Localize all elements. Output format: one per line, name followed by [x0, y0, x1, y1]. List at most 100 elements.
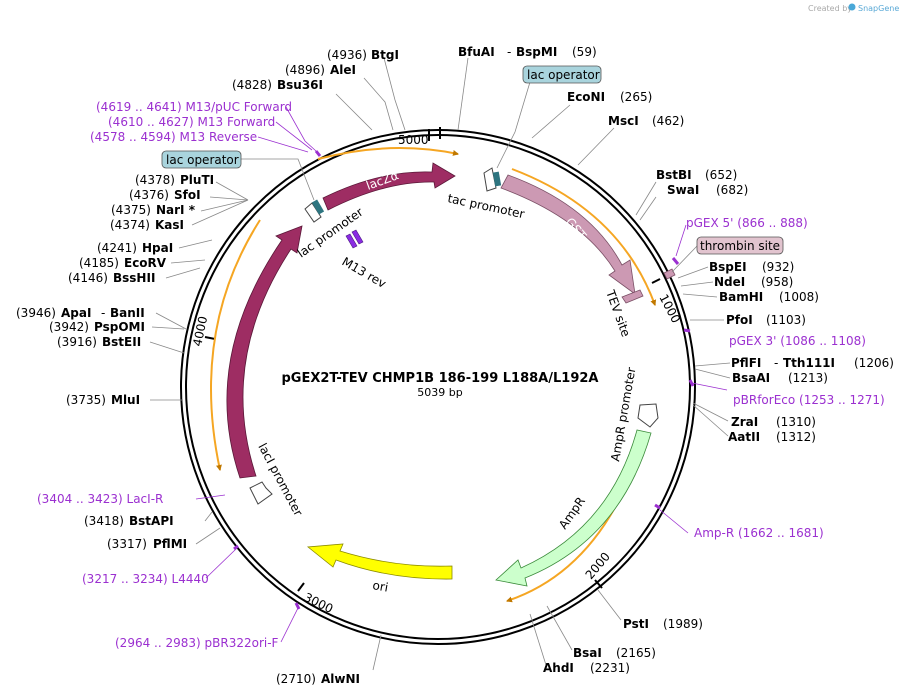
- enzyme-bsteii-name[interactable]: BstEII: [102, 335, 141, 349]
- plasmid-name: pGEX2T-TEV CHMP1B 186-199 L188A/L192A: [282, 371, 599, 386]
- enzyme-alei-name[interactable]: AleI: [330, 63, 356, 77]
- enzyme-banii-name[interactable]: BanII: [110, 306, 145, 320]
- tev-site-feature[interactable]: [621, 289, 644, 304]
- lacza-feature[interactable]: [322, 162, 456, 211]
- enzyme-hpai-name[interactable]: HpaI: [142, 241, 173, 255]
- leader-lac-operator-left: [240, 158, 315, 201]
- enzyme-bspei-pos: (932): [762, 260, 794, 274]
- plasmid-length: 5039 bp: [417, 386, 462, 399]
- enzyme-bsaai-pos: (1213): [788, 371, 828, 385]
- leader-bamhi: [682, 293, 718, 298]
- enzyme-pspomi-name[interactable]: PspOMI: [94, 320, 145, 334]
- m13-rev-feature[interactable]: [345, 229, 364, 249]
- enzyme-pfoi-pos: (1103): [766, 313, 806, 327]
- enzyme-bstbi-name[interactable]: BstBI: [656, 168, 692, 182]
- leader-m13puc: [285, 106, 317, 152]
- enzyme-bspei-name[interactable]: BspEI: [709, 260, 747, 274]
- enzyme-ndei-name[interactable]: NdeI: [714, 275, 745, 289]
- laci-promoter-label: lacI promoter: [255, 441, 305, 519]
- enzyme-bspmi-name[interactable]: BspMI: [516, 45, 557, 59]
- enzyme-ahdi-name[interactable]: AhdI: [543, 661, 574, 675]
- enzyme-bsu36i-name[interactable]: Bsu36I: [277, 78, 323, 92]
- primer-pgex5-label[interactable]: pGEX 5' (866 .. 888): [686, 216, 808, 230]
- primer-laci-r-label[interactable]: (3404 .. 3423) LacI-R: [37, 492, 163, 506]
- enzyme-pluti-name[interactable]: PluTI: [180, 173, 214, 187]
- lac-operator-top-feature[interactable]: [492, 171, 502, 187]
- enzyme-bsshii-name[interactable]: BssHII: [113, 271, 155, 285]
- laci-feature[interactable]: [226, 225, 303, 479]
- enzyme-bstapi-name[interactable]: BstAPI: [129, 514, 174, 528]
- primer-pbr322-label[interactable]: (2964 .. 2983) pBR322ori-F: [115, 636, 279, 650]
- ampr-feature[interactable]: [495, 429, 652, 587]
- primer-mark-pgex5: [671, 257, 680, 265]
- enzyme-apai-name[interactable]: ApaI: [61, 306, 91, 320]
- enzyme-btgi-name[interactable]: BtgI: [371, 48, 399, 62]
- enzyme-swai-name[interactable]: SwaI: [667, 183, 699, 197]
- enzyme-pflmi-name[interactable]: PflMI: [153, 537, 187, 551]
- leader-pflmi: [195, 527, 221, 545]
- laci-label: lacI: [219, 330, 236, 353]
- enzyme-apai-dash: -: [101, 306, 105, 320]
- leader-ampr-primer: [659, 509, 689, 534]
- enzyme-msci-name[interactable]: MscI: [608, 114, 639, 128]
- created-by-text: Created by: [808, 4, 852, 13]
- tick-label-4000: 4000: [190, 315, 210, 348]
- leader-pgex5: [675, 224, 687, 257]
- enzyme-pflfi-name[interactable]: PflFI: [731, 356, 761, 370]
- leader-nari: [200, 199, 249, 212]
- enzyme-psti-name[interactable]: PstI: [623, 617, 649, 631]
- laci-promoter-arrow[interactable]: [249, 481, 273, 505]
- leader-ecorv: [170, 259, 206, 264]
- enzyme-hpai-pos: (4241): [97, 241, 137, 255]
- leader-thrombin: [671, 244, 699, 273]
- leader-psti: [597, 589, 622, 621]
- leader-bsaai: [694, 368, 731, 379]
- enzyme-zrai-name[interactable]: ZraI: [731, 415, 758, 429]
- leader-m13rev: [257, 136, 309, 153]
- enzyme-pfoi-name[interactable]: PfoI: [726, 313, 753, 327]
- enzyme-econi-pos: (265): [620, 90, 652, 104]
- ampr-promoter-arrow[interactable]: [637, 403, 659, 428]
- enzyme-bsai-name[interactable]: BsaI: [573, 646, 602, 660]
- enzyme-nari-name[interactable]: NarI *: [156, 203, 196, 217]
- enzyme-aatii-name[interactable]: AatII: [728, 430, 760, 444]
- enzyme-kasi-name[interactable]: KasI: [155, 218, 184, 232]
- primer-m13puc-label[interactable]: (4619 .. 4641) M13/pUC Forward: [96, 100, 292, 114]
- leader-aatii: [692, 404, 729, 437]
- primer-mark-m13: [314, 150, 322, 157]
- gst-feature[interactable]: [500, 174, 636, 295]
- leader-pbrforeco: [691, 382, 728, 391]
- lac-operator-left-feature[interactable]: [311, 199, 325, 215]
- enzyme-econi-name[interactable]: EcoNI: [567, 90, 605, 104]
- enzyme-sfoi-name[interactable]: SfoI: [174, 188, 201, 202]
- leader-bstbi: [635, 181, 657, 216]
- enzyme-bamhi-name[interactable]: BamHI: [719, 290, 763, 304]
- tick-3000: [297, 582, 305, 592]
- ori-feature[interactable]: [306, 543, 453, 580]
- enzyme-tth111i-name[interactable]: Tth111I: [783, 356, 835, 370]
- tac-promoter-arrow[interactable]: [483, 167, 497, 192]
- leader-alei: [363, 77, 394, 131]
- leader-bsu36i: [335, 93, 373, 131]
- primer-m13rev-label[interactable]: (4578 .. 4594) M13 Reverse: [90, 130, 257, 144]
- primer-ampr-label[interactable]: Amp-R (1662 .. 1681): [694, 526, 824, 540]
- primer-pbrforeco-label[interactable]: pBRforEco (1253 .. 1271): [733, 393, 885, 407]
- primer-l4440-label[interactable]: (3217 .. 3234) L4440: [82, 572, 209, 586]
- lac-promoter-arrow[interactable]: [304, 202, 322, 223]
- lac-operator-left-box: [161, 150, 242, 169]
- leader-pspomi: [151, 326, 185, 330]
- leader-bsteii: [149, 341, 185, 354]
- enzyme-ecorv-name[interactable]: EcoRV: [124, 256, 167, 270]
- leader-pluti: [215, 181, 249, 201]
- enzyme-alwni-name[interactable]: AlwNI: [321, 672, 360, 686]
- tick-2000: [594, 579, 603, 589]
- enzyme-bsaai-name[interactable]: BsaAI: [732, 371, 770, 385]
- enzyme-bfuai-name[interactable]: BfuAI: [458, 45, 495, 59]
- enzyme-mlui-name[interactable]: MluI: [111, 393, 140, 407]
- leader-zrai: [692, 402, 729, 422]
- primer-m13fwd-label[interactable]: (4610 .. 4627) M13 Forward: [108, 115, 275, 129]
- gst-direction-arrow: [511, 168, 657, 306]
- backbone-inner-ring: [185, 134, 691, 640]
- enzyme-pspomi-pos: (3942): [49, 320, 89, 334]
- primer-pgex3-label[interactable]: pGEX 3' (1086 .. 1108): [729, 334, 866, 348]
